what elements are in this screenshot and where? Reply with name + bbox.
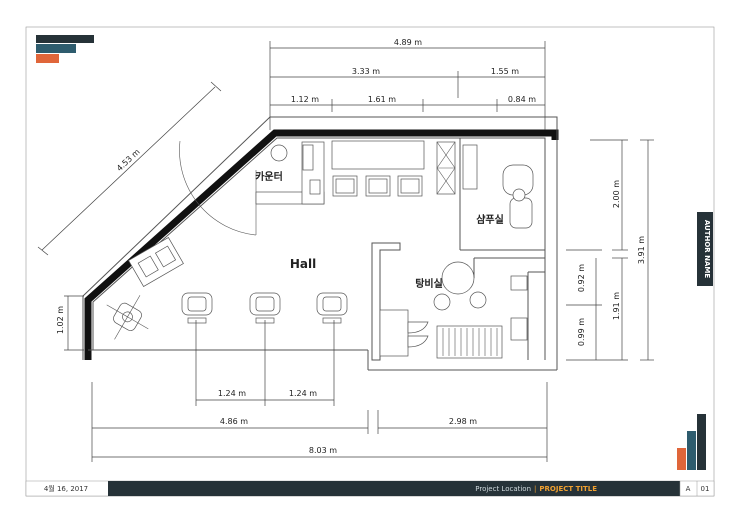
brand-logo-bars [36, 35, 94, 63]
kitchen-sink [407, 321, 429, 334]
footer-separator: | [534, 485, 536, 493]
kitchen-counter [379, 309, 409, 357]
author-tab [697, 212, 713, 286]
salon-chair [316, 292, 348, 324]
dim-right-low: 0.99 m [577, 318, 586, 346]
dim-bottom-right: 2.98 m [449, 417, 477, 426]
shelf [462, 144, 478, 190]
floor-plan [82, 116, 559, 371]
footer-sheet-letter: A [686, 485, 691, 493]
waiting-chair [106, 295, 149, 340]
footer-date: 4월 16, 2017 [44, 484, 88, 493]
room-label-hall: Hall [290, 257, 316, 271]
dim-right-mid: 0.92 m [577, 264, 586, 292]
salon-chair [181, 292, 213, 324]
partition-wall [371, 242, 401, 361]
dim-right-upper: 2.00 m [612, 180, 621, 208]
dim-top-c2: 1.61 m [368, 95, 396, 104]
author-name: AUTHOR NAME [703, 220, 711, 279]
dim-top-c3: 0.84 m [508, 95, 536, 104]
room-label-lounge: 탕비실 [415, 277, 443, 290]
shampoo-bed [509, 197, 533, 229]
dim-top-b: 1.55 m [491, 67, 519, 76]
dim-top-total: 4.89 m [394, 38, 422, 47]
washbasin [510, 317, 528, 341]
footer-bar [25, 480, 715, 497]
dim-right-lower-total: 1.91 m [612, 292, 621, 320]
dim-top-a: 3.33 m [352, 67, 380, 76]
footer-location: Project Location [475, 485, 531, 493]
dim-chair-gap-2: 1.24 m [289, 389, 317, 398]
stool [270, 144, 288, 162]
lounge-table [441, 261, 475, 295]
dimension-lines [37, 41, 654, 462]
dim-right-total: 3.91 m [637, 236, 646, 264]
dim-bottom-total: 8.03 m [309, 446, 337, 455]
radiator [436, 325, 503, 359]
dim-bottom-left: 4.86 m [220, 417, 248, 426]
dim-left: 1.02 m [56, 306, 65, 334]
toilet [510, 275, 528, 291]
exterior-wall [84, 129, 559, 360]
entrance-door [179, 140, 257, 236]
mirror-bench [331, 140, 425, 170]
salon-chair [249, 292, 281, 324]
brand-logo-bars-corner [677, 414, 706, 470]
footer-project-line: Project Location|PROJECT TITLE [475, 485, 597, 493]
dim-chair-gap-1: 1.24 m [218, 389, 246, 398]
room-label-shampoo: 샴푸실 [476, 213, 504, 226]
footer-project-title: PROJECT TITLE [539, 485, 597, 493]
lounge-chair [469, 291, 487, 309]
dim-top-c1: 1.12 m [291, 95, 319, 104]
footer-sheet-number: 01 [701, 485, 710, 493]
lounge-chair [433, 293, 451, 311]
room-label-counter: 카운터 [255, 170, 283, 183]
